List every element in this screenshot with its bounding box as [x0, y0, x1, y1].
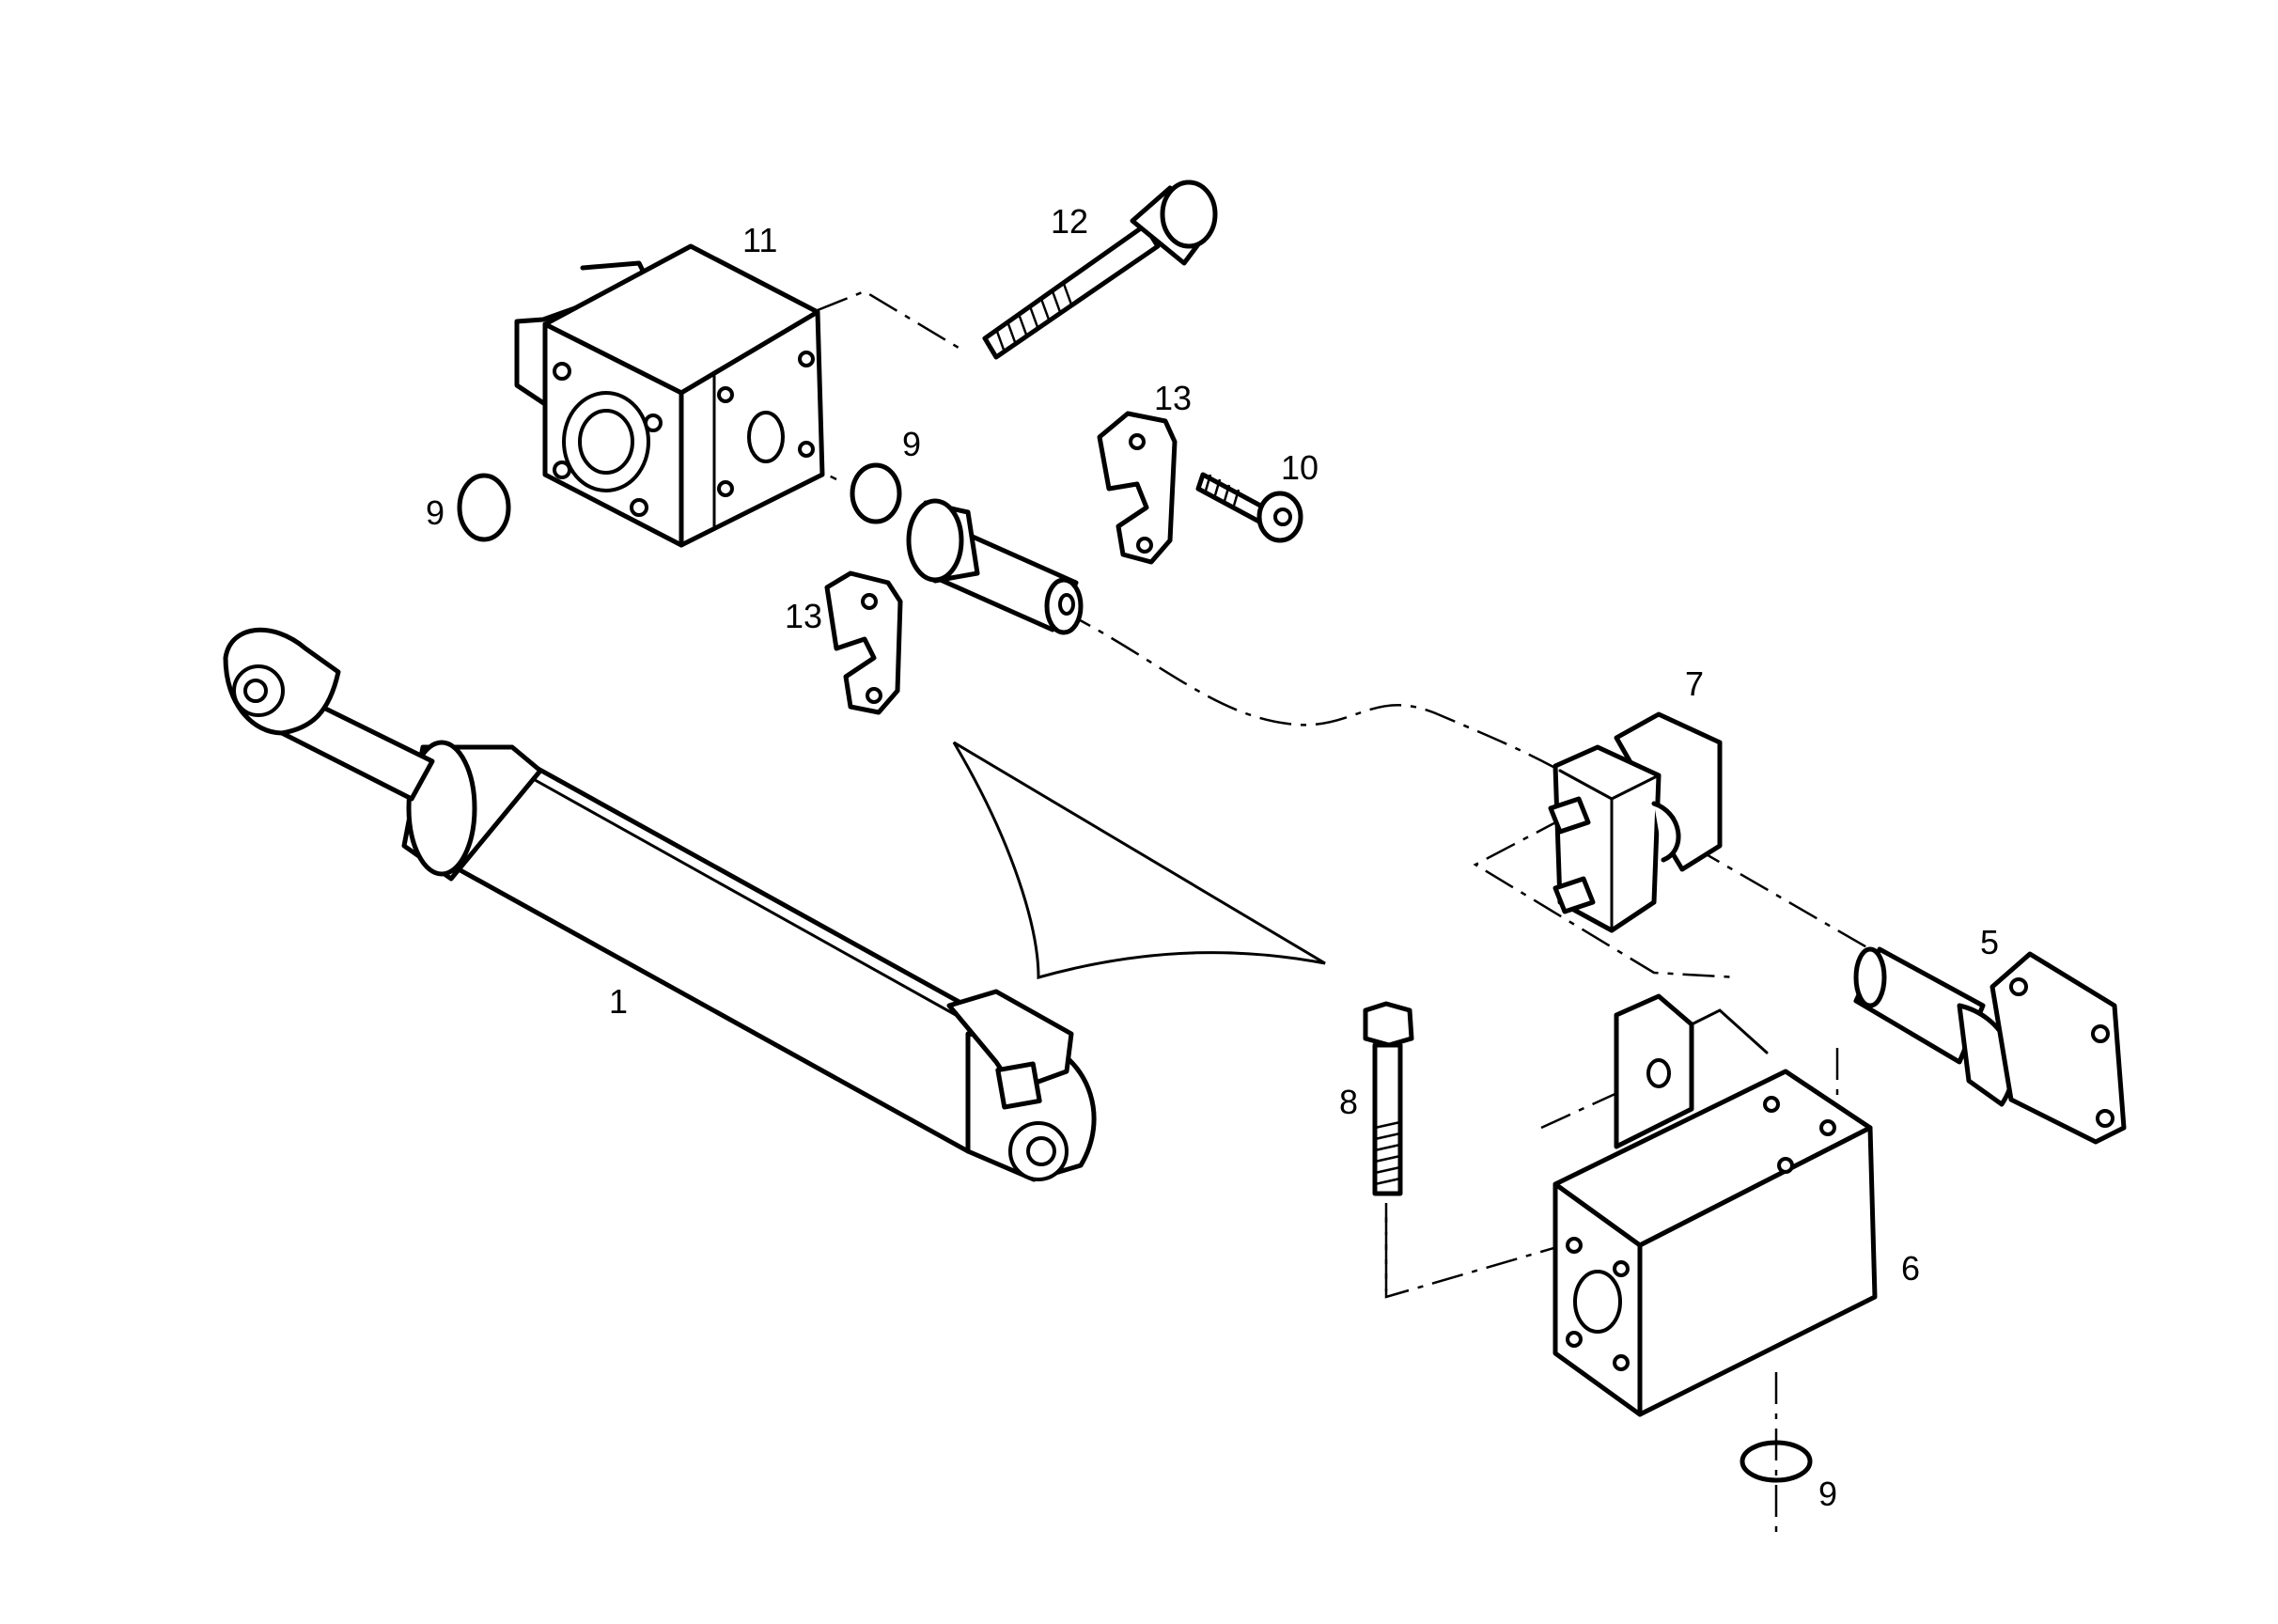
valve-block-bolt-hole-3: [553, 461, 571, 479]
fitting-collar-face: [906, 498, 964, 583]
callout-part-12: 12: [1051, 202, 1088, 241]
bracket-front-hole-3: [1566, 1331, 1583, 1348]
cylinder-barrel-shade: [520, 771, 1022, 1053]
valve-block-side-hole-2: [798, 351, 815, 367]
cylinder-rod-eye-pin: [243, 679, 268, 703]
split-flange-upper-body: [1097, 411, 1178, 565]
bracket-top-hole-3: [1777, 1157, 1794, 1174]
split-flange-upper-hole-1: [1129, 433, 1146, 450]
small-screw-thread: [1204, 474, 1240, 507]
long-screw-shank: [982, 223, 1161, 360]
centerline-bracket-hole: [1540, 1074, 1655, 1130]
bracket-plate-fold: [1690, 1008, 1769, 1054]
o-ring-bottom: [1740, 1440, 1813, 1483]
callout-part-9-left: 9: [426, 493, 445, 532]
centerline-valve-to-bolt: [817, 289, 960, 350]
o-rings: [457, 462, 1813, 1483]
clamp-pipe-cutout: [1651, 801, 1681, 863]
valve-block-port-inner: [578, 409, 634, 475]
elbow-pipe: [1853, 946, 2127, 1145]
clamp-stud-lower: [1552, 876, 1596, 914]
mounting-bracket: [1552, 993, 1878, 1417]
bracket-front-port: [1573, 1270, 1622, 1334]
bracket-front-hole-2: [1613, 1260, 1630, 1277]
callout-part-10: 10: [1281, 448, 1318, 487]
centerline-tube-to-clamp: [1061, 609, 1599, 796]
callout-part-5: 5: [1980, 923, 1999, 961]
flange-fitting: [906, 498, 1084, 635]
split-flange-upper-hole-2: [1136, 537, 1153, 554]
hex-bolt-head: [1363, 1001, 1414, 1048]
elbow-flange-hole-1: [2009, 977, 2028, 996]
bracket-top-hole-2: [1819, 1119, 1836, 1136]
bracket-upright-hole: [1646, 1058, 1671, 1088]
bracket-front-hole-4: [1613, 1354, 1630, 1371]
small-cap-screw: [1195, 472, 1303, 543]
bracket-top-hole-1: [1763, 1096, 1780, 1113]
clamp-stud-upper: [1548, 796, 1591, 835]
cylinder-port-fitting: [995, 1061, 1042, 1110]
elbow-flange-hole-3: [2096, 1109, 2114, 1128]
valve-block-side-hole-3: [717, 480, 734, 497]
fitting-tube-bore: [1058, 593, 1075, 616]
callout-part-13-lower: 13: [785, 597, 822, 635]
pipe-clamp: [1548, 711, 1723, 933]
small-screw-socket: [1273, 508, 1292, 526]
hex-bolt: [1363, 1001, 1414, 1196]
elbow-pipe-open-end: [1853, 946, 1887, 1008]
callout-part-13-upper: 13: [1154, 379, 1192, 417]
hydraulic-cylinder: [223, 627, 1097, 1182]
callout-part-7: 7: [1685, 664, 1704, 703]
elbow-pipe-flange: [1989, 951, 2127, 1145]
valve-block-bolt-hole-4: [630, 498, 648, 517]
long-screw-thread: [994, 283, 1073, 351]
cutaway-wedge-outline: [952, 741, 1326, 979]
callout-part-9-bottom: 9: [1818, 1475, 1837, 1513]
valve-block-side-hole-4: [798, 441, 815, 458]
split-flange-lower-hole-1: [861, 593, 878, 610]
split-flange-lower-hole-2: [866, 687, 882, 704]
cylinder-base-eye-pin: [1026, 1136, 1056, 1166]
split-flange-upper: [1097, 411, 1178, 565]
elbow-flange-hole-2: [2091, 1024, 2110, 1043]
callout-part-1: 1: [609, 982, 628, 1021]
long-cap-screw: [982, 180, 1218, 360]
valve-block: [514, 243, 825, 548]
cylinder-port-block: [946, 989, 1074, 1093]
callout-part-9-mid: 9: [902, 425, 921, 463]
split-flange-lower: [824, 570, 903, 715]
cylinder-barrel: [439, 749, 1037, 1154]
centerline-clamp-to-pipe: [1691, 844, 1871, 951]
callout-part-11: 11: [742, 221, 777, 259]
o-ring-left: [457, 473, 511, 542]
bracket-front-hole-1: [1566, 1237, 1583, 1254]
split-flange-lower-body: [824, 570, 903, 715]
valve-block-side-hole-1: [717, 386, 734, 403]
callout-labels: 11 12 13 10 9 9 13 7 1 5 8 6 9: [426, 202, 1999, 1513]
o-ring-mid: [850, 462, 902, 524]
callout-part-8: 8: [1339, 1083, 1358, 1121]
valve-block-side-port: [747, 411, 785, 463]
centerline-clamp-frame: [1473, 816, 1740, 979]
valve-block-bolt-hole-2: [644, 414, 663, 432]
hex-bolt-thread: [1374, 1120, 1401, 1186]
valve-block-bolt-hole-1: [553, 362, 571, 381]
long-screw-head-end: [1160, 180, 1218, 249]
callout-part-6: 6: [1901, 1249, 1920, 1288]
